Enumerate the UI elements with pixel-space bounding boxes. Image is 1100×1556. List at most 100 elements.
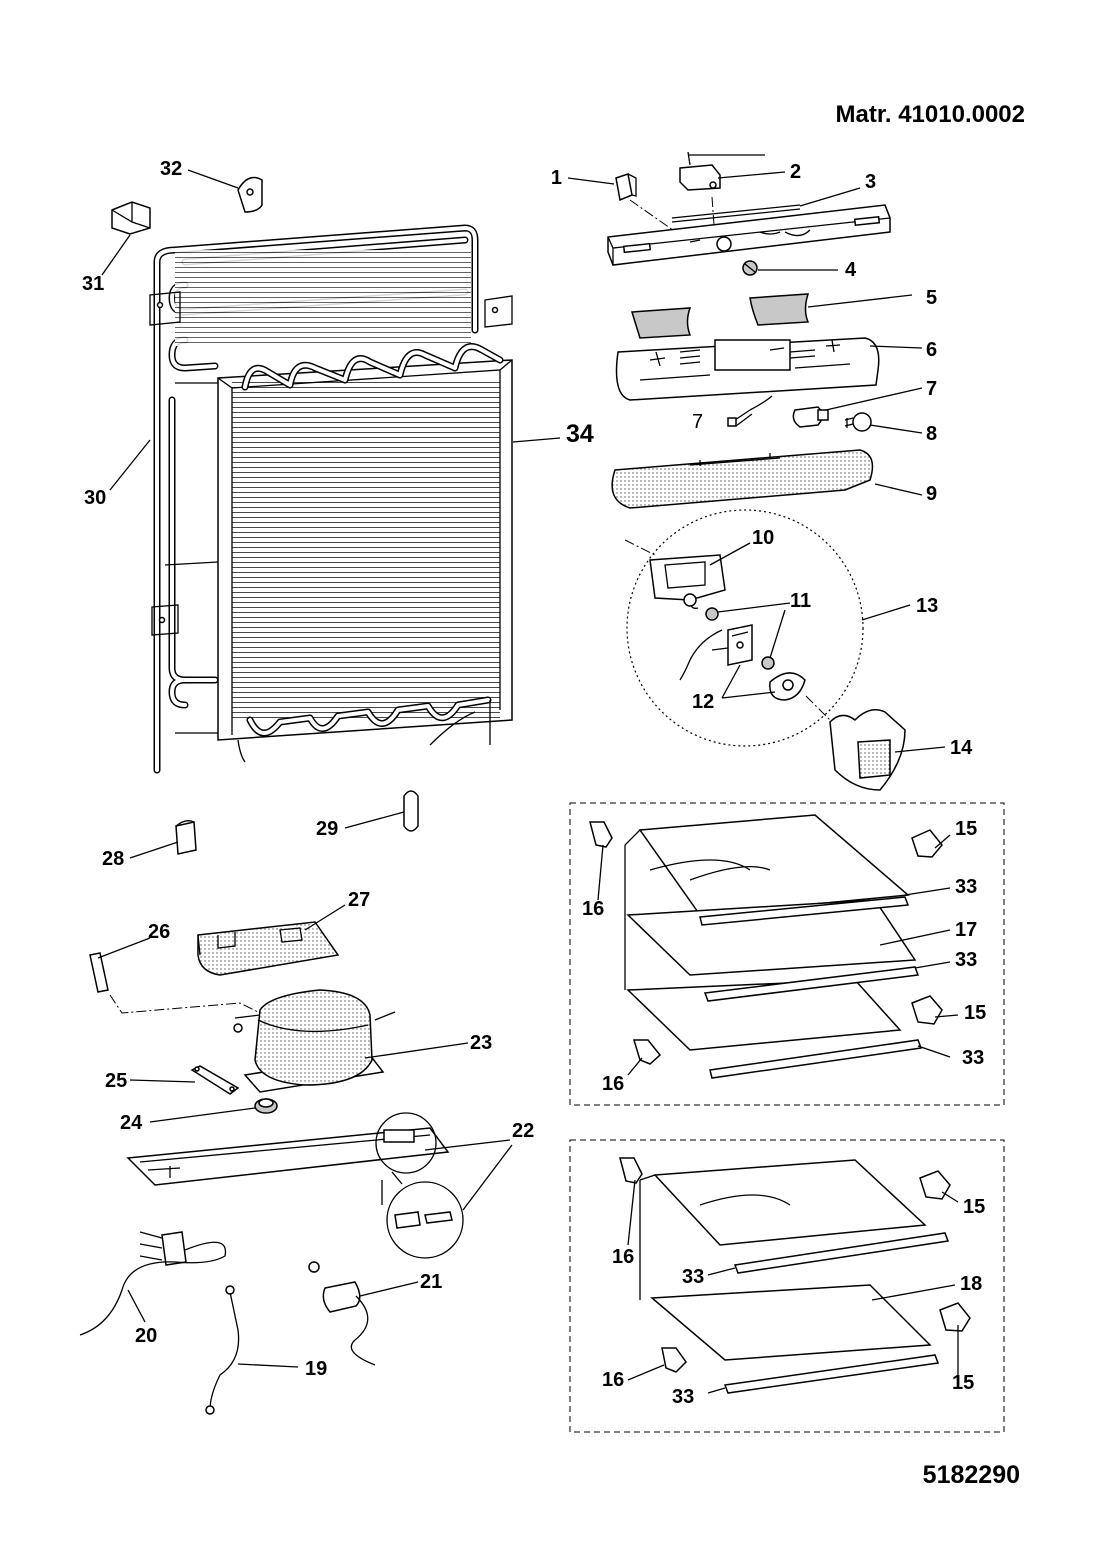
callout-10: 10 xyxy=(752,527,774,549)
callout-2: 2 xyxy=(790,161,801,183)
shelf-set-1-frame xyxy=(569,802,1005,1106)
fan-blade-12 xyxy=(769,672,806,701)
shelf-set-2-frame xyxy=(569,1139,1005,1433)
strips-5 xyxy=(631,293,810,339)
evaporator-plate xyxy=(164,343,513,763)
callout-29: 29 xyxy=(316,818,338,840)
bracket-25 xyxy=(190,1065,240,1095)
leader-dash-2 xyxy=(711,196,715,226)
callout-9: 9 xyxy=(926,483,937,505)
callout-34: 34 xyxy=(566,420,594,448)
callout-4: 4 xyxy=(845,259,857,281)
detail-circle-22-large xyxy=(386,1181,464,1259)
callout-25: 25 xyxy=(105,1070,127,1092)
base-tray-22 xyxy=(126,1127,450,1186)
shelf-trim-33-d xyxy=(733,1232,950,1274)
callout-31: 31 xyxy=(82,273,104,295)
callout-12: 12 xyxy=(692,691,714,713)
leader-dash-5 xyxy=(109,994,259,1014)
lamp-housing-6 xyxy=(615,337,880,401)
detail-link-22 xyxy=(381,1171,403,1205)
callout-labels: 1 2 3 4 5 6 7 7 8 9 10 11 12 13 14 15 15… xyxy=(82,158,986,1408)
shelf-support-16-b xyxy=(632,1039,662,1065)
callout-33-d: 33 xyxy=(682,1266,704,1288)
callout-21: 21 xyxy=(420,1271,442,1293)
power-cord-20 xyxy=(79,1231,227,1336)
lamp-cover-9 xyxy=(611,449,874,509)
shelf-support-16-c xyxy=(619,1157,643,1184)
fixing-clip-32 xyxy=(237,176,263,213)
grommet-28 xyxy=(175,820,197,855)
detail-circle-22-small xyxy=(375,1112,437,1174)
callout-33-c: 33 xyxy=(962,1047,984,1069)
callout-15-b: 15 xyxy=(964,1002,986,1024)
callout-28: 28 xyxy=(102,848,124,870)
callout-16-d: 16 xyxy=(602,1369,624,1391)
callout-11: 11 xyxy=(790,590,811,612)
drawing-number: 5182290 xyxy=(923,1461,1020,1489)
fan-cover-14 xyxy=(829,709,906,791)
callout-17: 17 xyxy=(955,919,977,941)
capacitor-21 xyxy=(308,1261,376,1366)
shelf-support-15-d xyxy=(939,1302,971,1332)
leader-dash-4 xyxy=(805,695,831,721)
callout-22: 22 xyxy=(512,1120,534,1142)
knob-4 xyxy=(742,260,758,276)
fan-bracket-10 xyxy=(649,554,726,609)
callout-24: 24 xyxy=(120,1112,143,1134)
shelf-trim-33-a xyxy=(699,896,910,926)
callout-15-a: 15 xyxy=(955,818,977,840)
wire-7 xyxy=(727,395,773,427)
lamp-socket-7 xyxy=(792,406,829,428)
shelf-support-16-a xyxy=(589,821,613,848)
leader-lines xyxy=(97,169,959,1394)
shelf-trim-33-e xyxy=(723,1354,940,1394)
connector-22 xyxy=(394,1211,453,1229)
callout-15-d: 15 xyxy=(952,1372,974,1394)
shelf-support-15-b xyxy=(911,995,943,1025)
callout-7-wire: 7 xyxy=(692,411,703,433)
bulb-8 xyxy=(844,412,872,432)
pin-26 xyxy=(89,952,109,993)
bracket-1 xyxy=(615,173,637,202)
callout-16-a: 16 xyxy=(582,898,604,920)
fan-motor-12 xyxy=(679,624,753,681)
shelf-trim-33-c xyxy=(709,1039,923,1079)
relay-cover-27 xyxy=(197,921,340,976)
earth-lead-19 xyxy=(205,1285,240,1415)
callout-33-e: 33 xyxy=(672,1386,694,1408)
callout-13: 13 xyxy=(916,595,938,617)
callout-6: 6 xyxy=(926,339,937,361)
control-panel-3 xyxy=(607,204,891,266)
grommet-24 xyxy=(254,1098,278,1114)
callout-20: 20 xyxy=(135,1325,157,1347)
callout-16-b: 16 xyxy=(602,1073,624,1095)
condenser-coil xyxy=(149,224,513,774)
shelf-18-lower xyxy=(650,1284,932,1361)
callout-14: 14 xyxy=(950,737,973,759)
bushings-11 xyxy=(705,607,775,670)
callout-26: 26 xyxy=(148,921,170,943)
shelf-support-15-a xyxy=(911,829,943,858)
callout-23: 23 xyxy=(470,1032,492,1054)
callout-33-a: 33 xyxy=(955,876,977,898)
callout-27: 27 xyxy=(348,889,370,911)
leader-dash-3 xyxy=(624,539,656,556)
detail-circle-13 xyxy=(626,509,864,747)
filter-drier-29 xyxy=(403,790,419,832)
shelf-support-16-d xyxy=(661,1347,687,1373)
callout-8: 8 xyxy=(926,423,937,445)
callout-15-c: 15 xyxy=(963,1196,985,1218)
callout-1: 1 xyxy=(551,167,562,189)
material-code: Matr. 41010.0002 xyxy=(836,101,1025,128)
callout-18: 18 xyxy=(960,1273,982,1295)
compressor-23 xyxy=(233,989,396,1093)
callout-16-c: 16 xyxy=(612,1246,634,1268)
callout-33-b: 33 xyxy=(955,949,977,971)
shelf-18-upper xyxy=(639,1159,927,1300)
callout-30: 30 xyxy=(84,487,106,509)
callout-5: 5 xyxy=(926,287,937,309)
callout-32: 32 xyxy=(160,158,182,180)
callout-3: 3 xyxy=(865,171,876,193)
